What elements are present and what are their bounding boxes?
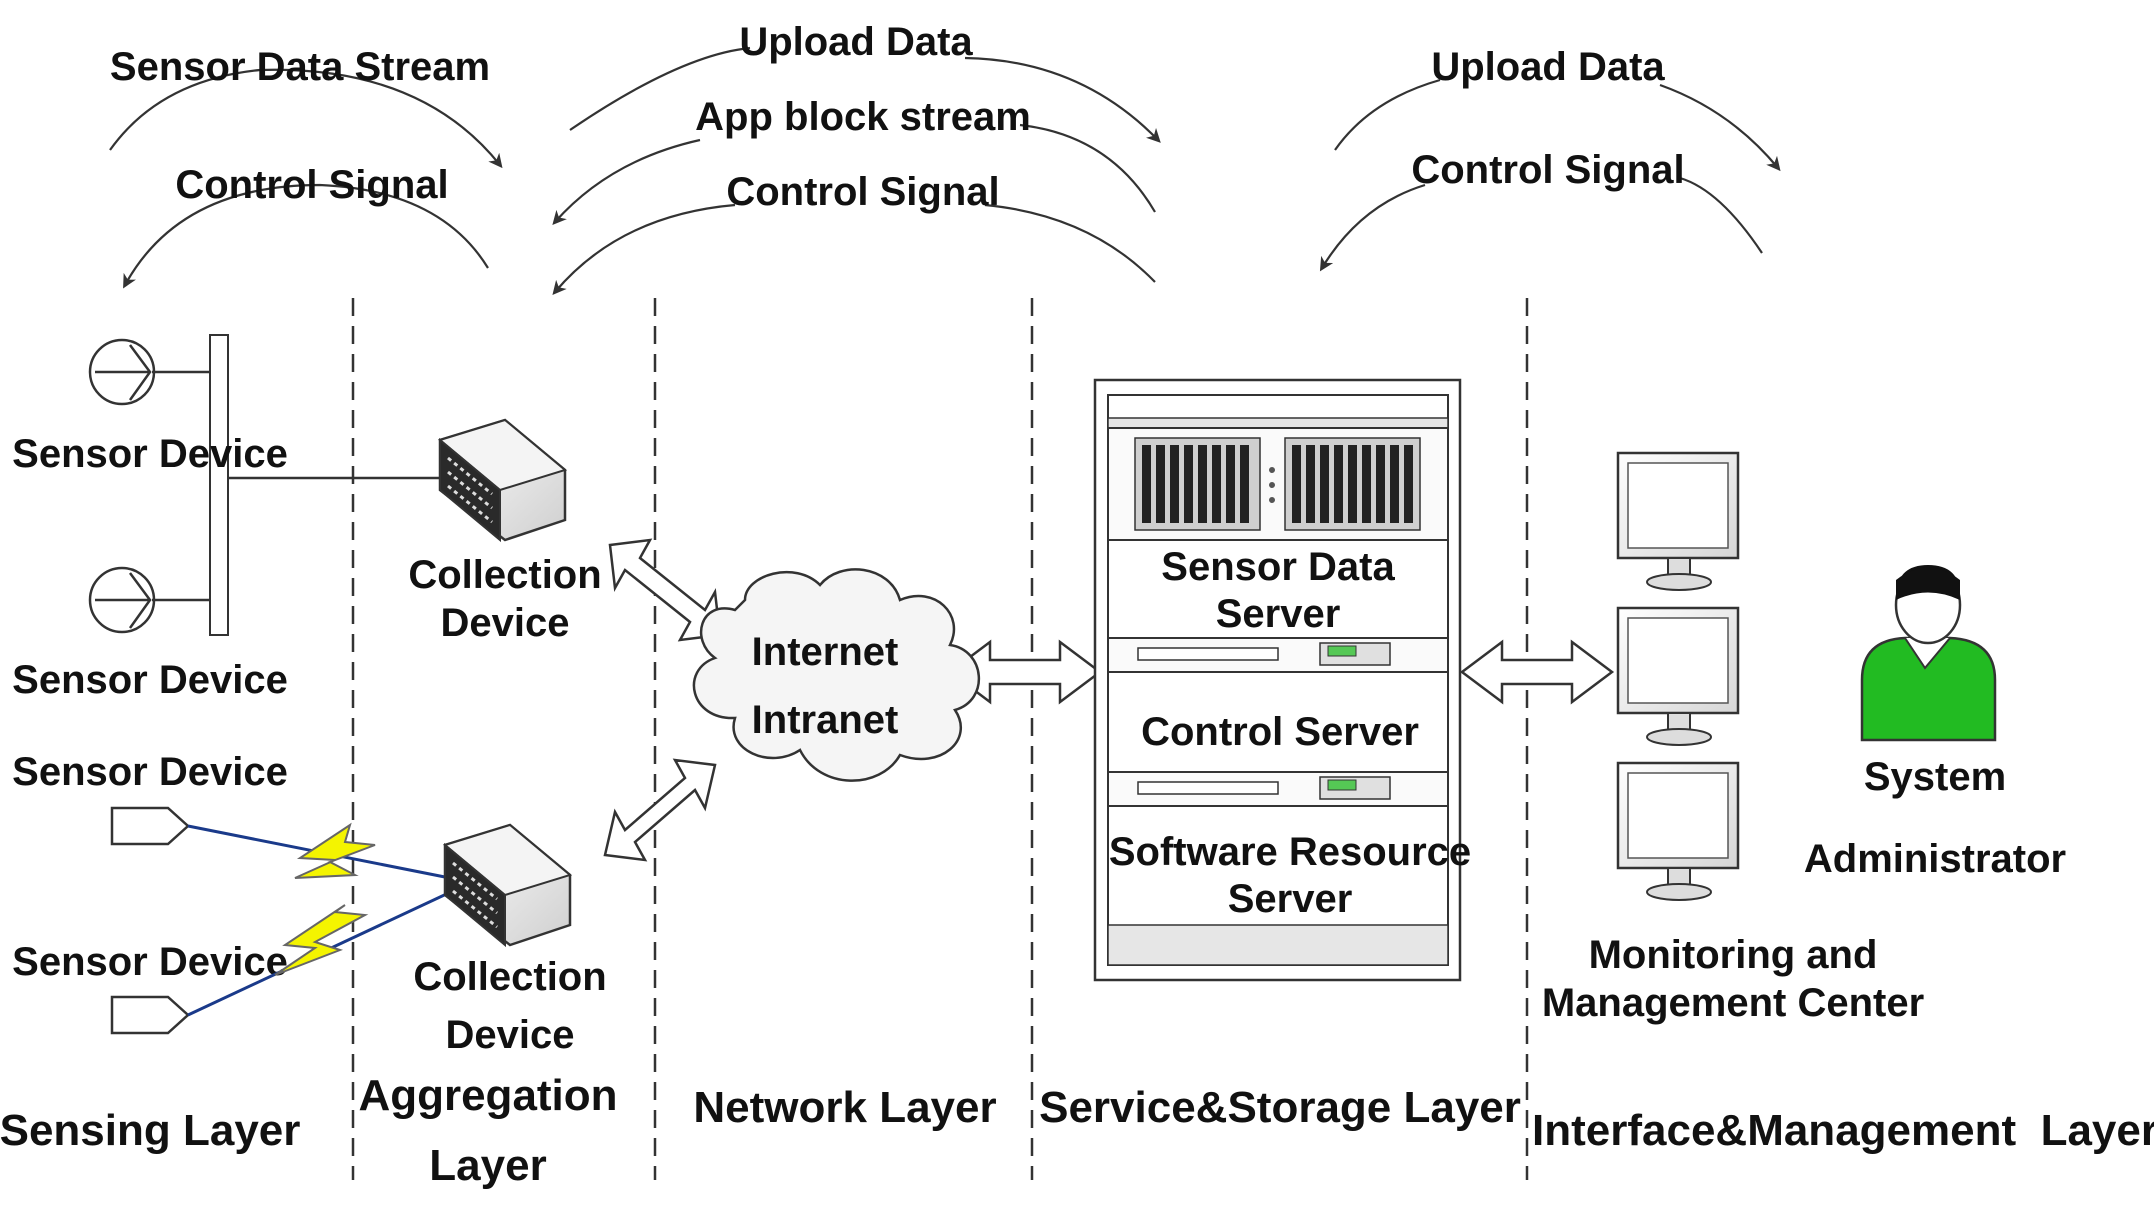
sensor-device-label-4: Sensor Device <box>12 940 288 984</box>
system-administrator: System Administrator <box>1804 565 2066 881</box>
sensing-layer-label: Sensing Layer <box>0 1106 300 1155</box>
disk-array-unit <box>1107 427 1449 541</box>
sensor-data-stream-arrow <box>109 68 503 169</box>
collection-device-2: Collection Device <box>413 823 607 1057</box>
monitor-icon <box>1616 606 1740 746</box>
cloud-icon <box>692 568 980 782</box>
lightning-icon <box>294 822 376 879</box>
control-signal-left-label: Control Signal <box>175 163 448 207</box>
double-arrow-icon <box>1459 639 1615 705</box>
dome-sensor-icon <box>88 338 210 406</box>
link-arrows <box>603 538 1615 862</box>
double-arrow-icon <box>603 758 717 862</box>
tag-sensor-icon <box>110 995 190 1035</box>
control-signal-right-label: Control Signal <box>1411 148 1684 192</box>
sensing-layer-devices: Sensor Device Sensor Device Sensor Devic… <box>12 334 461 1035</box>
layer-dividers <box>351 298 1529 1180</box>
software-server-line1: Software Resource <box>1109 830 1471 874</box>
internet-cloud: Internet Intranet <box>692 568 980 782</box>
interface-layer-label: Interface&Management Layer <box>1532 1106 2154 1155</box>
monitoring-center: Monitoring and Management Center <box>1542 451 1924 1025</box>
sensor-data-server-line2: Server <box>1216 592 1341 636</box>
aggregation-layer-line1: Aggregation <box>358 1071 617 1120</box>
sensor-device-label-3: Sensor Device <box>12 750 288 794</box>
cloud-label-line2: Intranet <box>752 698 899 742</box>
network-layer-label: Network Layer <box>693 1083 996 1132</box>
upload-data-right-label: Upload Data <box>1431 45 1665 89</box>
aggregation-layer-line2: Layer <box>429 1141 546 1190</box>
control-signal-right-arrow <box>1322 176 1763 268</box>
flow-labels: Sensor Data Stream Control Signal Upload… <box>110 20 1685 214</box>
sensor-bus <box>209 334 229 636</box>
collection-device-2-line2: Device <box>446 1013 575 1057</box>
sensor-device-label-2: Sensor Device <box>12 658 288 702</box>
cloud-label-line1: Internet <box>752 630 899 674</box>
server-unit-1 <box>1107 637 1449 673</box>
switch-icon <box>437 418 568 543</box>
monitoring-center-line1: Monitoring and <box>1589 933 1878 977</box>
app-block-stream-label: App block stream <box>695 95 1031 139</box>
dome-sensor-icon <box>88 566 210 634</box>
control-signal-mid-label: Control Signal <box>726 170 999 214</box>
control-signal-left-arrow <box>123 183 489 289</box>
layer-names: Sensing Layer Aggregation Layer Network … <box>0 1071 2154 1190</box>
collection-device-1-line1: Collection <box>408 553 601 597</box>
software-server-line2: Server <box>1228 877 1353 921</box>
monitor-icon <box>1616 761 1740 901</box>
upload-data-right-arrow <box>1334 78 1778 168</box>
user-icon <box>1860 565 1997 742</box>
control-signal-mid-arrow <box>555 203 1156 292</box>
upload-data-mid-label: Upload Data <box>739 20 973 64</box>
lightning-icon <box>274 904 369 976</box>
collection-device-1: Collection Device <box>408 418 602 645</box>
tag-sensor-icon <box>110 806 190 846</box>
upload-data-mid-arrow <box>569 46 1158 140</box>
control-server-label: Control Server <box>1141 710 1419 754</box>
flow-arrows <box>109 46 1778 292</box>
service-layer-label: Service&Storage Layer <box>1039 1083 1521 1132</box>
server-unit-2 <box>1107 771 1449 807</box>
sensor-device-label-1: Sensor Device <box>12 432 288 476</box>
collection-device-1-line2: Device <box>441 601 570 645</box>
switch-icon <box>442 823 573 948</box>
monitor-icon <box>1616 451 1740 591</box>
server-rack: Sensor Data Server Control Server Softwa… <box>1093 378 1471 982</box>
admin-label-line1: System <box>1864 755 2006 799</box>
app-block-stream-arrow <box>555 123 1156 222</box>
sensor-data-server-line1: Sensor Data <box>1161 545 1395 589</box>
admin-label-line2: Administrator <box>1804 837 2066 881</box>
collection-device-2-line1: Collection <box>413 955 606 999</box>
monitoring-center-line2: Management Center <box>1542 981 1924 1025</box>
sensor-data-stream-label: Sensor Data Stream <box>110 45 490 89</box>
